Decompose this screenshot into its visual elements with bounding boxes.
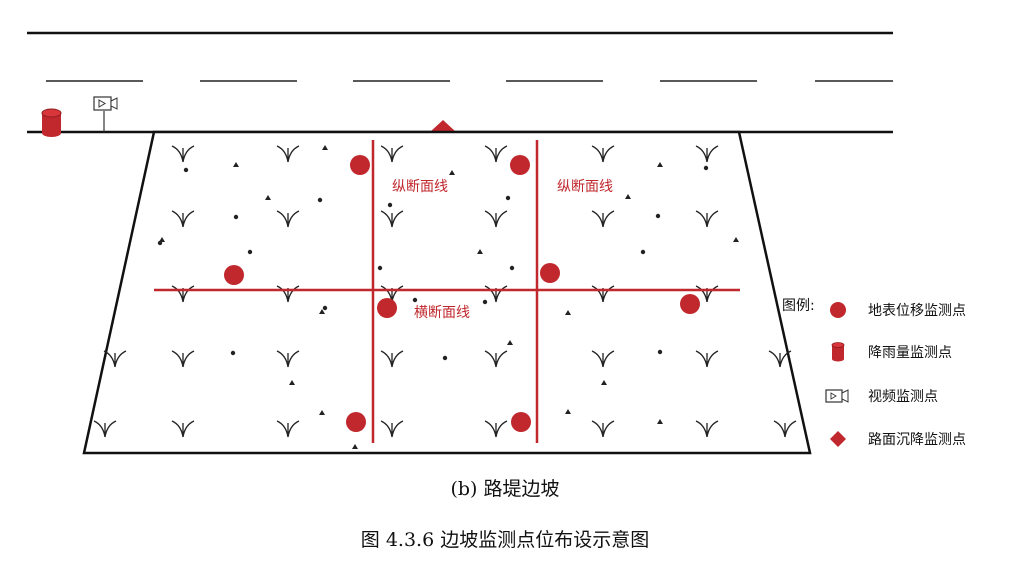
grass-tuft-icon: [380, 420, 404, 438]
grass-tuft-icon: [380, 210, 404, 228]
grass-tuft-icon: [380, 145, 404, 163]
grass-tuft-icon: [591, 210, 615, 228]
soil-grain: [289, 380, 295, 385]
video-camera-icon: [93, 96, 118, 132]
legend-displacement-icon: [830, 302, 846, 318]
grass-tuft-icon: [484, 350, 508, 368]
legend-label-rainfall: 降雨量监测点: [868, 345, 952, 361]
legend: 图例: 地表位移监测点 降雨量监测点 视频监测点 路面沉降监测点: [782, 298, 966, 448]
displacement-point: [540, 263, 560, 283]
transverse-label: 横断面线: [414, 305, 470, 321]
grass-tuft-icon: [768, 350, 792, 368]
soil-grain: [319, 410, 325, 415]
soil-dot: [482, 299, 488, 305]
soil-dot: [655, 213, 661, 219]
figure-caption: 图 4.3.6 边坡监测点位布设示意图: [361, 529, 649, 551]
surface-displacement-points: [224, 155, 700, 432]
grass-tuft-icon: [591, 145, 615, 163]
soil-grain: [657, 419, 663, 424]
longitudinal-label-left: 纵断面线: [392, 179, 448, 195]
grass-tuft-icon: [276, 420, 300, 438]
soil-grain: [601, 380, 607, 385]
grass-tuft-icon: [484, 145, 508, 163]
soil-dot: [640, 249, 646, 255]
soil-grain: [352, 444, 358, 449]
soil-dot: [412, 297, 418, 303]
grass-tuft-icon: [103, 350, 127, 368]
rain-gauge-icon: [41, 108, 62, 137]
embankment-slope-outline: [82, 130, 812, 455]
figure-subcaption: (b) 路堤边坡: [450, 478, 559, 500]
soil-dot: [230, 350, 236, 356]
vegetation-texture: [93, 145, 797, 449]
displacement-point: [680, 294, 700, 314]
soil-grain: [625, 194, 631, 199]
grass-tuft-icon: [171, 210, 195, 228]
grass-tuft-icon: [171, 145, 195, 163]
grass-tuft-icon: [484, 210, 508, 228]
soil-dot: [442, 355, 448, 361]
displacement-point: [510, 155, 530, 175]
grass-tuft-icon: [773, 420, 797, 438]
grass-tuft-icon: [695, 145, 719, 163]
soil-dot: [317, 197, 323, 203]
grass-tuft-icon: [380, 350, 404, 368]
soil-grain: [265, 195, 271, 200]
soil-grain: [449, 170, 455, 175]
legend-video-icon: [825, 389, 849, 403]
grass-tuft-icon: [171, 350, 195, 368]
road: [27, 31, 893, 134]
legend-title: 图例:: [782, 298, 815, 314]
grass-tuft-icon: [695, 350, 719, 368]
soil-grain: [322, 145, 328, 150]
soil-grain: [507, 340, 513, 345]
soil-grain: [159, 237, 165, 242]
soil-dot: [183, 167, 189, 173]
legend-rain-gauge-icon: [831, 342, 845, 362]
longitudinal-label-right: 纵断面线: [557, 179, 613, 195]
soil-grain: [565, 310, 571, 315]
displacement-point: [377, 298, 397, 318]
legend-label-displacement: 地表位移监测点: [868, 303, 966, 319]
soil-dot: [509, 265, 515, 271]
soil-dot: [703, 165, 709, 171]
soil-grain: [233, 162, 239, 167]
section-lines: [154, 140, 740, 443]
soil-dot: [377, 265, 383, 271]
legend-label-video: 视频监测点: [868, 389, 938, 405]
soil-grain: [319, 309, 325, 314]
grass-tuft-icon: [93, 420, 117, 438]
displacement-point: [511, 412, 531, 432]
grass-tuft-icon: [484, 420, 508, 438]
grass-tuft-icon: [695, 420, 719, 438]
soil-grain: [657, 162, 663, 167]
legend-label-settlement: 路面沉降监测点: [868, 432, 966, 448]
grass-tuft-icon: [276, 350, 300, 368]
grass-tuft-icon: [276, 210, 300, 228]
grass-tuft-icon: [171, 420, 195, 438]
displacement-point: [346, 412, 366, 432]
grass-tuft-icon: [591, 350, 615, 368]
soil-grain: [565, 409, 571, 414]
soil-dot: [387, 202, 393, 208]
displacement-point: [224, 265, 244, 285]
grass-tuft-icon: [591, 420, 615, 438]
soil-dot: [657, 349, 663, 355]
soil-dot: [247, 249, 253, 255]
soil-grain: [477, 249, 483, 254]
grass-tuft-icon: [695, 210, 719, 228]
grass-tuft-icon: [276, 145, 300, 163]
soil-grain: [733, 237, 739, 242]
legend-settlement-icon: [830, 431, 846, 447]
soil-dot: [505, 195, 511, 201]
soil-dot: [233, 214, 239, 220]
soil-dot: [322, 305, 328, 311]
displacement-point: [350, 155, 370, 175]
